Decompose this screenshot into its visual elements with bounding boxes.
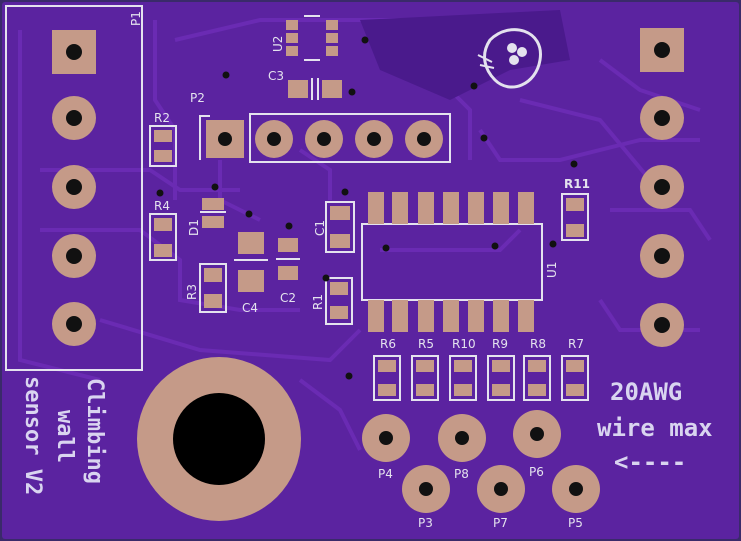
r9-label: R9 bbox=[492, 337, 508, 351]
r7-label: R7 bbox=[568, 337, 584, 351]
p1-outline bbox=[5, 5, 143, 371]
drill-hole bbox=[66, 110, 82, 126]
logo-icon bbox=[477, 28, 542, 89]
p4-label: P4 bbox=[378, 467, 393, 481]
drill-hole bbox=[654, 110, 670, 126]
p8-label: P8 bbox=[454, 467, 469, 481]
u2-component: U2 bbox=[271, 15, 338, 61]
title-line-2: wall bbox=[52, 410, 77, 463]
r5-label: R5 bbox=[418, 337, 434, 351]
p7-label: P7 bbox=[493, 516, 508, 530]
vias bbox=[156, 36, 578, 380]
u1-component: U1 bbox=[361, 192, 559, 332]
p2-label: P2 bbox=[190, 91, 205, 105]
c3-label: C3 bbox=[268, 69, 284, 83]
drill-hole bbox=[66, 44, 82, 60]
c3-component: C3 bbox=[268, 69, 342, 100]
p1-label: P1 bbox=[129, 11, 143, 26]
d1-component: D1 bbox=[187, 198, 226, 236]
r11-component: R11 bbox=[561, 177, 590, 241]
r8-label: R8 bbox=[530, 337, 546, 351]
drill-hole bbox=[66, 316, 82, 332]
wire-note: 20AWG wire max <---- bbox=[597, 378, 713, 476]
c2-label: C2 bbox=[280, 291, 296, 305]
copper-pour bbox=[360, 10, 570, 100]
u1-label: U1 bbox=[545, 262, 559, 278]
r1-label: R1 bbox=[311, 294, 325, 310]
p2-header: P2 bbox=[190, 91, 451, 163]
wire-pads: P4 P8 P6 P3 P7 P5 bbox=[362, 410, 600, 530]
drill-hole bbox=[654, 179, 670, 195]
r6-label: R6 bbox=[380, 337, 396, 351]
right-header-pads bbox=[640, 28, 684, 347]
drill-hole bbox=[654, 248, 670, 264]
mounting-hole bbox=[137, 357, 301, 521]
c4-label: C4 bbox=[242, 301, 258, 315]
c1-label: C1 bbox=[313, 220, 327, 236]
r4-component: R4 bbox=[149, 199, 177, 261]
copper-traces bbox=[18, 18, 712, 451]
drill-hole bbox=[66, 179, 82, 195]
r2-label: R2 bbox=[154, 111, 170, 125]
note-arrow: <---- bbox=[614, 448, 686, 476]
drill-hole bbox=[66, 248, 82, 264]
d1-label: D1 bbox=[187, 219, 201, 236]
note-line-1: 20AWG bbox=[610, 378, 682, 406]
u2-label: U2 bbox=[271, 36, 285, 52]
p6-label: P6 bbox=[529, 465, 544, 479]
title-line-3: sensor V2 bbox=[20, 376, 45, 495]
board-title: Climbing wall sensor V2 bbox=[20, 376, 107, 495]
title-line-1: Climbing bbox=[82, 378, 107, 484]
c4-component: C4 bbox=[234, 232, 268, 315]
r3-label: R3 bbox=[185, 284, 199, 300]
r11-label: R11 bbox=[564, 177, 590, 191]
r1-component: R1 bbox=[311, 277, 353, 325]
r4-label: R4 bbox=[154, 199, 170, 213]
c2-component: C2 bbox=[276, 238, 300, 305]
p5-label: P5 bbox=[568, 516, 583, 530]
note-line-2: wire max bbox=[597, 414, 713, 442]
r2-component: R2 bbox=[149, 111, 177, 167]
r3-component: R3 bbox=[185, 263, 227, 313]
p1-pads bbox=[52, 30, 96, 346]
c1-component: C1 bbox=[313, 201, 355, 253]
r10-label: R10 bbox=[452, 337, 476, 351]
resistor-row: R6 R5 R10 R9 R8 R7 bbox=[373, 337, 589, 401]
p3-label: P3 bbox=[418, 516, 433, 530]
drill-hole bbox=[654, 317, 670, 333]
drill-hole bbox=[654, 42, 670, 58]
